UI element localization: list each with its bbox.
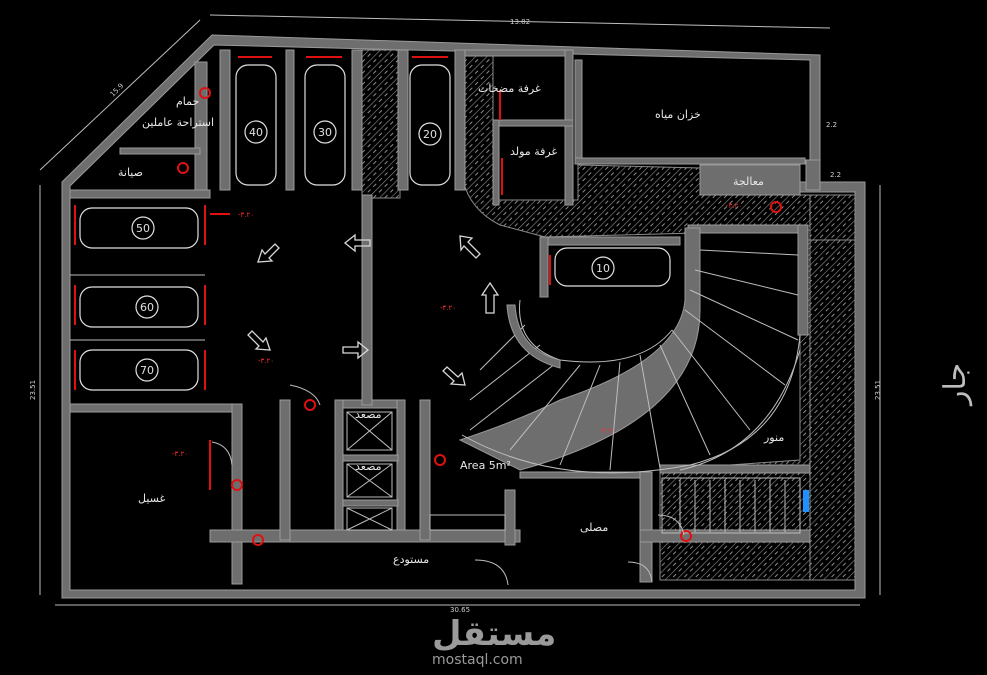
ramp-stripes (469, 249, 799, 471)
outer-walls (61, 34, 866, 599)
label-prayer-room: مصلى (580, 521, 608, 534)
svg-text:-٣.٢٠: -٣.٢٠ (238, 211, 254, 219)
window-marker (803, 490, 809, 512)
svg-text:30: 30 (318, 126, 332, 139)
watermark-url: mostaql.com (432, 652, 523, 668)
label-workers-rest: استراحة عاملين (142, 116, 214, 129)
arrow-down-right-2-icon (442, 366, 466, 386)
watermark: مستقل mostaql.com (432, 614, 556, 668)
svg-text:50: 50 (136, 222, 150, 235)
svg-text:-٣.٢٠: -٣.٢٠ (600, 427, 616, 435)
label-pump-room: غرفة مضخات (478, 82, 541, 95)
label-storage: مستودع (393, 553, 429, 566)
hatched-zones (361, 49, 856, 581)
label-generator-room: غرفة مولد (510, 145, 557, 158)
svg-text:-٣.٢٠: -٣.٢٠ (726, 202, 742, 210)
room-labels: غرفة مضخات خزان مياه غرفة مولد معالجة حم… (118, 82, 784, 566)
dim-top: 13.82 (510, 18, 530, 26)
car-30: 30 (304, 64, 346, 186)
neighbor-label: جار (938, 363, 973, 407)
watermark-brand: مستقل (432, 614, 556, 654)
stairs (429, 477, 801, 534)
level-markers: -٣.٢٠ -٣.٢٠ -٣.٢٠ -٣.٢٠ -٣.٢٠ -٣.٢٠ (172, 202, 742, 458)
car-70: 70 (79, 349, 199, 391)
label-maintenance: صيانة (118, 166, 143, 179)
car-40: 40 (235, 64, 277, 186)
arrow-right-icon (342, 340, 370, 360)
label-treatment: معالجة (733, 175, 764, 188)
svg-text:20: 20 (423, 128, 437, 141)
interior-walls (69, 49, 811, 585)
car-20: 20 (409, 64, 451, 186)
dim-right-short: 2.2 (826, 121, 837, 129)
arrow-up-left-icon (459, 235, 481, 259)
svg-text:60: 60 (140, 301, 154, 314)
car-10: 10 (554, 247, 671, 287)
label-area: Area 5m² (460, 459, 511, 472)
label-bathroom: حمام (176, 95, 199, 108)
car-50: 50 (79, 207, 199, 249)
dimension-lines: 13.82 30.65 23.51 23.51 15.9 2.2 2.2 (29, 14, 882, 614)
label-laundry: غسيل (138, 492, 165, 505)
dim-diagonal: 15.9 (109, 82, 126, 99)
car-60: 60 (79, 286, 199, 328)
dim-right-short-2: 2.2 (830, 171, 841, 179)
label-elevator-2: مصعد (355, 460, 382, 473)
arrow-down-left-icon (257, 243, 280, 263)
label-elevator-1: مصعد (355, 408, 382, 421)
dim-right: 23.51 (874, 380, 882, 400)
svg-text:40: 40 (249, 126, 263, 139)
svg-text:10: 10 (596, 262, 610, 275)
label-skylight: منور (763, 431, 784, 444)
arrow-up-icon (480, 281, 500, 314)
ramp (458, 227, 801, 474)
elevator-shafts (346, 411, 393, 531)
svg-text:-٣.٢٠: -٣.٢٠ (440, 304, 456, 312)
dim-left: 23.51 (29, 380, 37, 400)
svg-text:70: 70 (140, 364, 154, 377)
svg-text:-٣.٢٠: -٣.٢٠ (258, 357, 274, 365)
arrow-down-right-icon (247, 330, 271, 351)
dim-bottom: 30.65 (450, 606, 470, 614)
label-water-tank: خزان مياه (655, 108, 701, 121)
arrow-left-icon (343, 233, 371, 253)
door-marks (74, 56, 782, 546)
cars: 40 30 20 10 50 60 70 (70, 64, 671, 391)
svg-text:-٣.٢٠: -٣.٢٠ (172, 450, 188, 458)
traffic-arrows (247, 233, 500, 386)
